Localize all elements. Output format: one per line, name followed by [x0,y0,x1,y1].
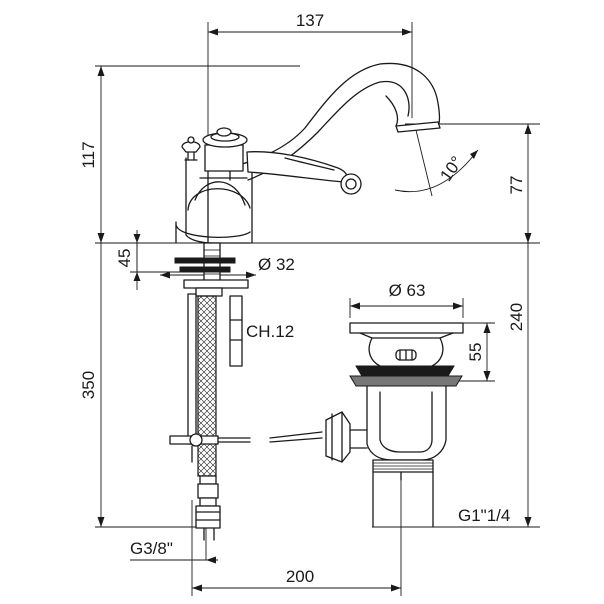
dim-spout-height: 77 [507,176,526,195]
mounting-assembly [174,242,249,367]
faucet-body [175,62,441,244]
dim-plug-height: 55 [466,343,485,362]
dim-hose-length: 350 [79,371,98,399]
flexible-hoses [169,293,221,541]
dim-mounting-depth: 45 [115,249,134,268]
dim-total-height: 117 [79,141,98,168]
dim-wrench-size: CH.12 [246,322,294,341]
dim-drain-to-tap: 200 [286,567,314,586]
dim-waste-height: 240 [507,303,526,331]
popup-rod [217,431,323,443]
dim-spout-reach: 137 [296,11,324,30]
dimension-labels: 137 117 77 10° 45 Ø 32 CH.12 350 G3/8" 2… [79,11,526,586]
waste-assembly [325,322,464,528]
dim-hole-diameter: Ø 32 [258,255,295,274]
dim-waste-diameter: Ø 63 [389,281,426,300]
dim-inlet-thread: G3/8" [130,539,173,558]
dimension-lines [97,28,540,592]
dim-waste-thread: G1"1/4 [458,506,510,525]
dim-spout-angle: 10° [436,153,466,185]
